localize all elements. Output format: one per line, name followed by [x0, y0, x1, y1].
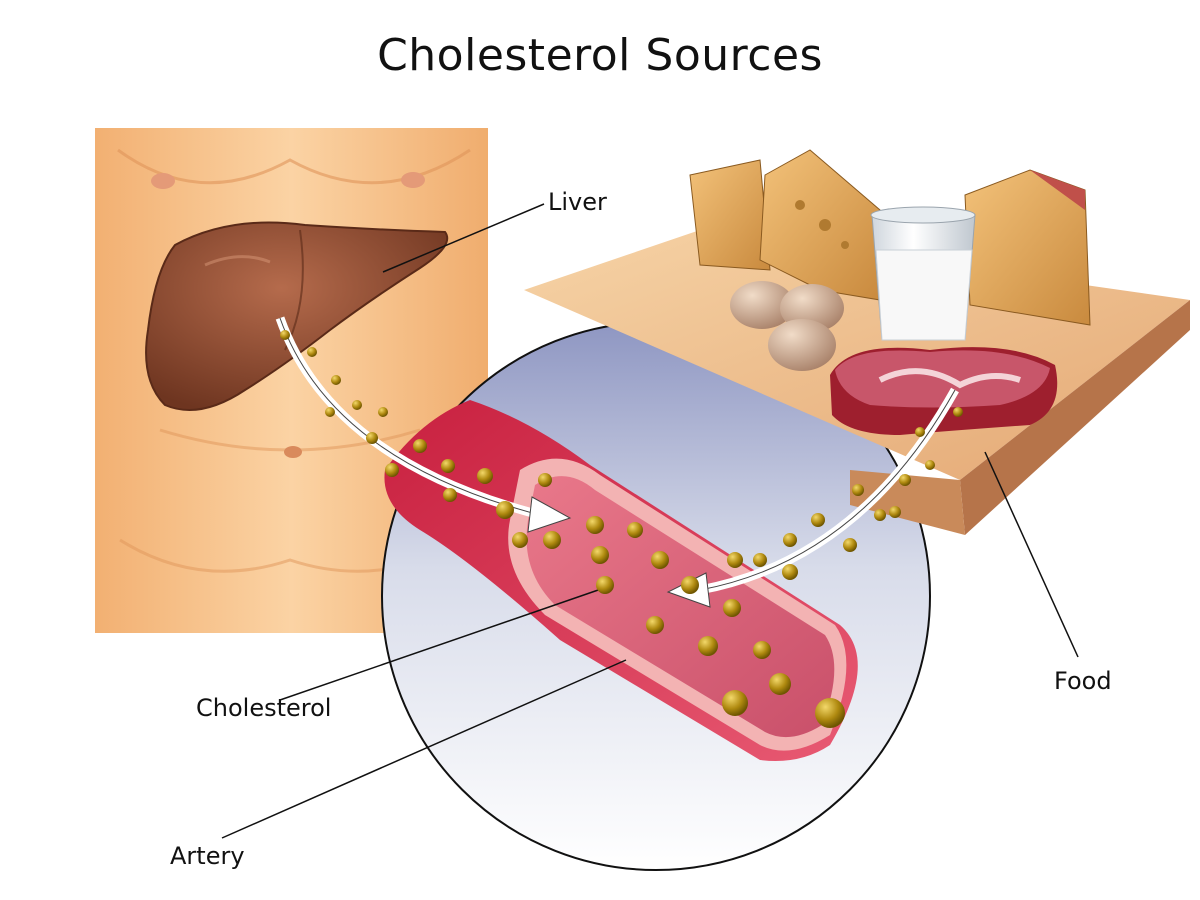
cholesterol-particle — [953, 407, 963, 417]
cholesterol-particle — [591, 546, 609, 564]
cholesterol-leader-line — [279, 587, 605, 701]
cholesterol-particle — [596, 576, 614, 594]
cholesterol-particle — [843, 538, 857, 552]
liver-illustration — [145, 221, 449, 411]
cholesterol-particle — [722, 690, 748, 716]
cholesterol-particle — [443, 488, 457, 502]
cholesterol-particle — [874, 509, 886, 521]
cholesterol-particle — [698, 636, 718, 656]
cholesterol-particle — [811, 513, 825, 527]
cholesterol-particle — [925, 460, 935, 470]
cholesterol-particle — [899, 474, 911, 486]
cholesterol-particle — [753, 641, 771, 659]
cholesterol-particle — [586, 516, 604, 534]
cholesterol-particle — [496, 501, 514, 519]
leader-lines — [221, 203, 1079, 839]
food-illustration — [524, 149, 1190, 535]
artery-leader-line — [221, 659, 627, 839]
cholesterol-particles — [280, 330, 963, 728]
cholesterol-particle — [441, 459, 455, 473]
food-label: Food — [1054, 667, 1112, 695]
cholesterol-particle — [769, 673, 791, 695]
cholesterol-particle — [753, 553, 767, 567]
glass-of-milk — [870, 206, 976, 341]
cholesterol-particle — [385, 463, 399, 477]
cholesterol-particle — [627, 522, 643, 538]
cholesterol-particle — [815, 698, 845, 728]
page-title: Cholesterol Sources — [377, 30, 823, 81]
cholesterol-particle — [307, 347, 317, 357]
steak — [830, 347, 1058, 435]
cholesterol-particle — [783, 533, 797, 547]
cholesterol-particle — [378, 407, 388, 417]
artery-label: Artery — [170, 842, 245, 870]
cholesterol-particle — [280, 330, 290, 340]
cholesterol-particle — [782, 564, 798, 580]
cholesterol-particle — [331, 375, 341, 385]
cholesterol-particle — [352, 400, 362, 410]
cholesterol-particle — [543, 531, 561, 549]
cholesterol-particle — [538, 473, 552, 487]
cholesterol-particle — [646, 616, 664, 634]
cholesterol-particle — [889, 506, 901, 518]
cholesterol-particle — [512, 532, 528, 548]
cholesterol-particle — [477, 468, 493, 484]
liver-leader-line — [382, 203, 545, 273]
cholesterol-particle — [852, 484, 864, 496]
cholesterol-particle — [723, 599, 741, 617]
cholesterol-particle — [681, 576, 699, 594]
cholesterol-particle — [915, 427, 925, 437]
cholesterol-particle — [651, 551, 669, 569]
eggs — [730, 281, 844, 371]
cholesterol-particle — [325, 407, 335, 417]
cholesterol-particle — [366, 432, 378, 444]
cholesterol-particle — [727, 552, 743, 568]
food-leader-line — [984, 451, 1079, 658]
cholesterol-particle — [413, 439, 427, 453]
cholesterol-label: Cholesterol — [196, 694, 332, 722]
liver-label: Liver — [548, 188, 607, 216]
